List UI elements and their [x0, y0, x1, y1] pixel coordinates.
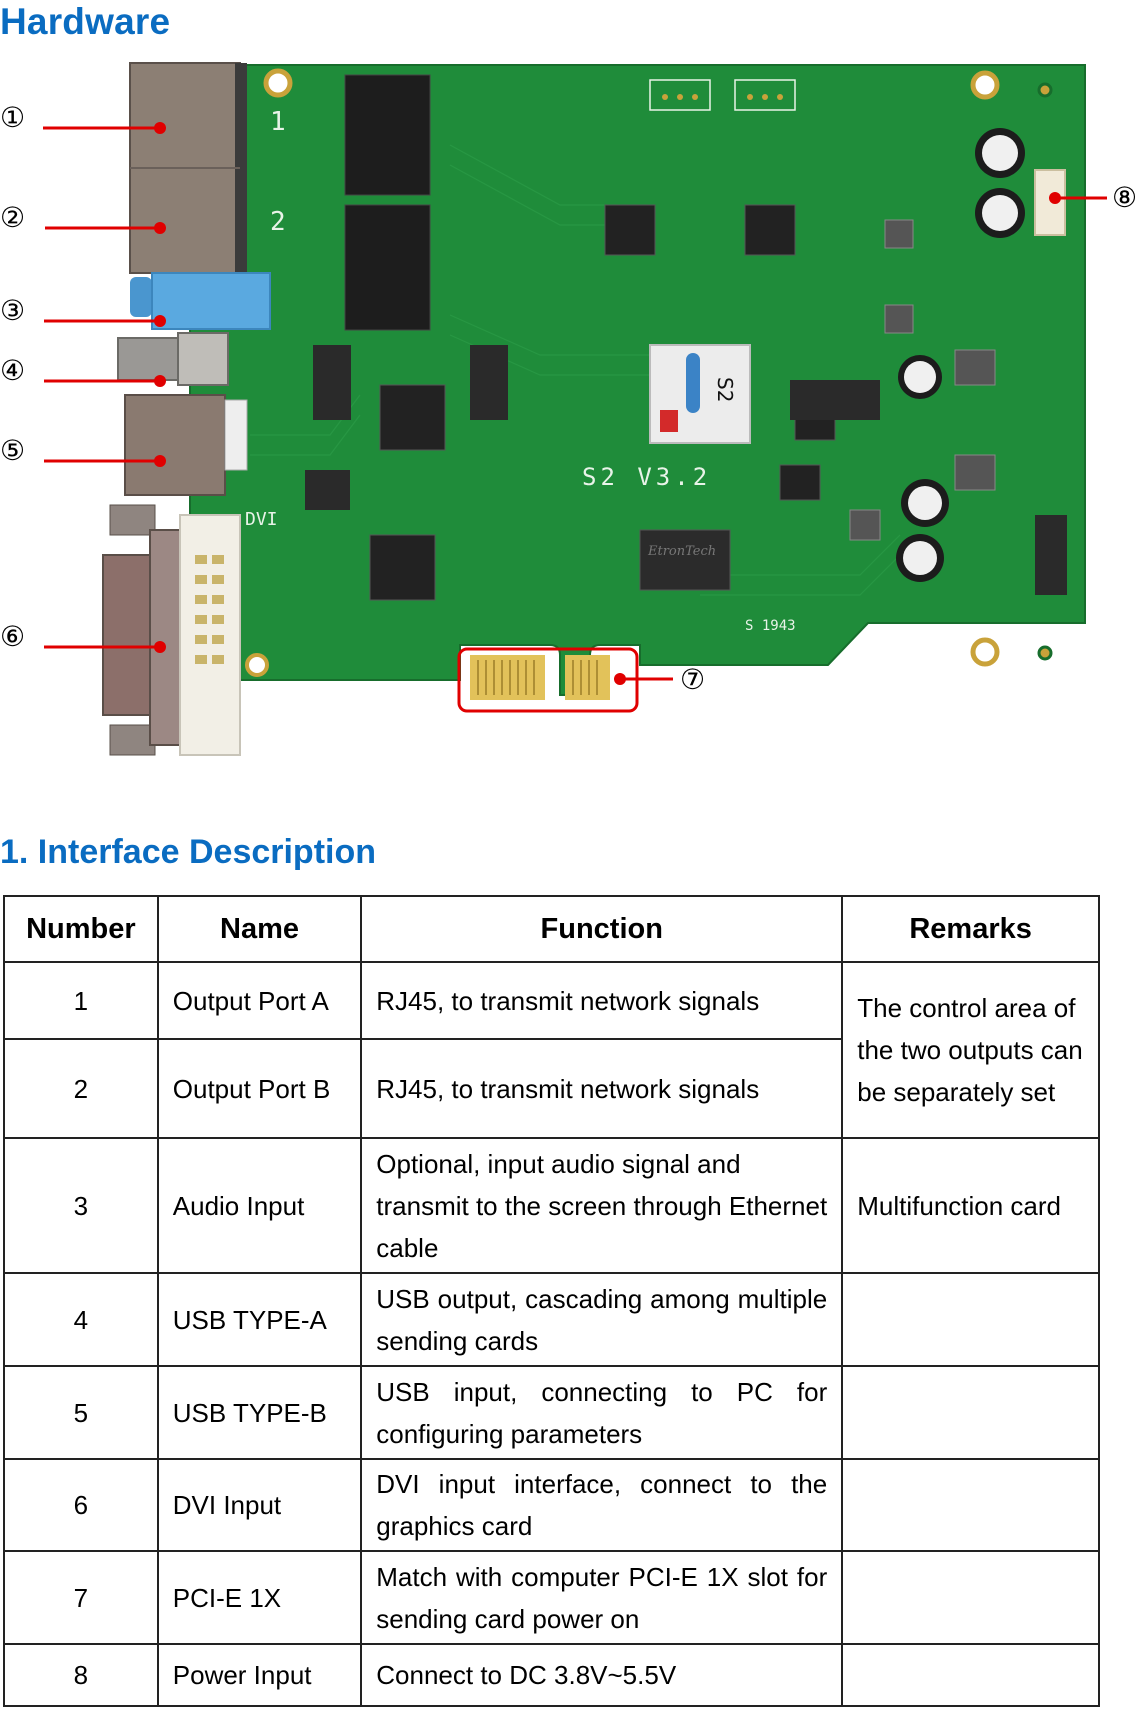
- callout-2: ②: [0, 201, 26, 234]
- usb-b-port: [124, 394, 248, 496]
- cell-number: 2: [3, 1038, 159, 1139]
- pin-headers: [305, 345, 1067, 595]
- table-header-row: Number Name Function Remarks: [3, 895, 1100, 963]
- table-row: 6 DVI Input DVI input interface, connect…: [3, 1458, 1100, 1552]
- cell-number: 1: [3, 961, 159, 1040]
- page-title: Hardware: [0, 1, 171, 42]
- board-version-label: S2 V3.2: [582, 463, 711, 491]
- ic-dvi-receiver: [369, 534, 436, 601]
- header-number: Number: [3, 895, 159, 963]
- power-connector: [1034, 169, 1066, 236]
- inductors: [849, 219, 996, 541]
- cell-name: USB TYPE-A: [156, 1272, 363, 1367]
- section-title: 1. Interface Description: [0, 833, 377, 871]
- colorlight-logo-pill: [686, 353, 700, 413]
- board-photo: 1 2: [43, 62, 1107, 756]
- table-row: 7 PCI-E 1X Match with computer PCI-E 1X …: [3, 1550, 1100, 1645]
- callout-leaders: [43, 122, 1107, 685]
- ic-etrontech: [639, 529, 731, 591]
- ic-phy-2: [744, 204, 796, 256]
- audio-jack: [130, 272, 271, 330]
- colorlight-logo-mark: [660, 410, 678, 432]
- callout-4: ④: [0, 354, 26, 387]
- table-row: 1 Output Port A RJ45, to transmit networ…: [3, 961, 1100, 1139]
- cell-function: Optional, input audio signal and transmi…: [360, 1137, 844, 1274]
- cell-remarks: [841, 1643, 1100, 1707]
- cell-remarks: [841, 1458, 1100, 1552]
- date-code-label: S 1943: [745, 618, 796, 634]
- table-row: 5 USB TYPE-B USB input, connecting to PC…: [3, 1365, 1100, 1460]
- dvi-port: [102, 504, 241, 756]
- cell-function: RJ45, to transmit network signals: [360, 961, 844, 1040]
- ic-misc: [779, 464, 821, 501]
- ic-phy-1: [604, 204, 656, 256]
- cell-remarks: [841, 1550, 1100, 1645]
- cell-number: 5: [3, 1365, 159, 1460]
- table-row: 8 Power Input Connect to DC 3.8V~5.5V: [3, 1643, 1100, 1707]
- cell-remarks: [841, 1365, 1100, 1460]
- cell-remarks: [841, 1272, 1100, 1367]
- cell-function: RJ45, to transmit network signals: [360, 1038, 844, 1139]
- uart-headers: [649, 79, 796, 111]
- table-row: 3 Audio Input Optional, input audio sign…: [3, 1137, 1100, 1274]
- cell-name: Output Port A: [156, 961, 363, 1040]
- table-row: 2 Output Port B RJ45, to transmit networ…: [3, 1038, 1099, 1139]
- cell-number: 8: [3, 1643, 159, 1707]
- cell-name: PCI-E 1X: [156, 1550, 363, 1645]
- cell-function: USB output, cascading among multiple sen…: [360, 1272, 844, 1367]
- ic-memory-1: [344, 74, 431, 196]
- port-label-1: 1: [270, 107, 286, 137]
- table-row: 4 USB TYPE-A USB output, cascading among…: [3, 1272, 1100, 1367]
- cell-number: 3: [3, 1137, 159, 1274]
- cell-number: 4: [3, 1272, 159, 1367]
- usb-a-port: [117, 332, 229, 386]
- callout-5: ⑤: [0, 434, 26, 467]
- callout-6: ⑥: [0, 620, 26, 653]
- header-name: Name: [156, 895, 363, 963]
- callout-3: ③: [0, 294, 26, 327]
- hardware-figure: 1 2: [0, 55, 1144, 775]
- cell-function: USB input, connecting to PC for configur…: [360, 1365, 844, 1460]
- cell-remarks: Multifunction card: [841, 1137, 1100, 1274]
- header-function: Function: [360, 895, 844, 963]
- header-remarks: Remarks: [841, 895, 1100, 963]
- ic-memory-2: [344, 204, 431, 331]
- interface-table: Number Name Function Remarks 1 Output Po…: [3, 895, 1100, 1707]
- callout-7: ⑦: [680, 663, 706, 696]
- cell-number: 7: [3, 1550, 159, 1645]
- cell-name: USB TYPE-B: [156, 1365, 363, 1460]
- rj45-ports: [129, 62, 247, 274]
- dvi-silk-label: DVI: [245, 509, 278, 530]
- etrontech-label: EtronTech: [647, 544, 716, 559]
- mounting-holes: [245, 68, 1053, 677]
- cell-function: Connect to DC 3.8V~5.5V: [360, 1643, 844, 1707]
- chip-s2-label: S2: [713, 377, 737, 402]
- ic-usb: [379, 384, 446, 451]
- callout-1: ①: [0, 101, 26, 134]
- cell-name: Power Input: [156, 1643, 363, 1707]
- pcie-gold-fingers: [457, 647, 639, 713]
- cell-name: Audio Input: [156, 1137, 363, 1274]
- cell-remarks: The control area of the two outputs can …: [841, 961, 1100, 1139]
- callout-8: ⑧: [1112, 181, 1138, 214]
- cell-name: DVI Input: [156, 1458, 363, 1552]
- cell-number: 6: [3, 1458, 159, 1552]
- cell-function: DVI input interface, connect to the grap…: [360, 1458, 844, 1552]
- cell-name: Output Port B: [156, 1038, 363, 1139]
- capacitors: [896, 128, 1025, 582]
- port-label-2: 2: [270, 207, 286, 237]
- cell-function: Match with computer PCI-E 1X slot for se…: [360, 1550, 844, 1645]
